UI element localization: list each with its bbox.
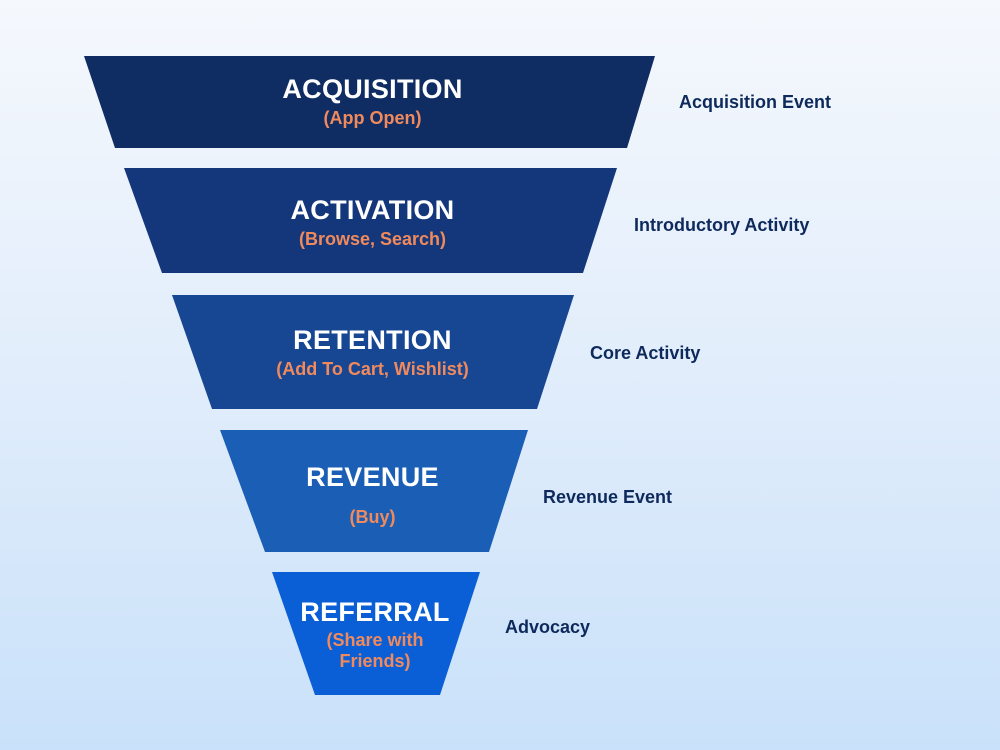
stage-subtitle: (Share with Friends) [326, 630, 424, 671]
funnel-band-activation [124, 168, 617, 273]
stage-acquisition: ACQUISITION (App Open) [200, 74, 545, 129]
stage-subtitle: (Buy) [349, 507, 396, 528]
stage-label-referral: Advocacy [505, 617, 591, 637]
stage-revenue: REVENUE (Buy) [270, 462, 475, 528]
funnel-band-referral [272, 572, 480, 695]
stage-label-acquisition: Acquisition Event [679, 92, 832, 112]
stage-referral: REFERRAL (Share with Friends) [295, 597, 455, 671]
stage-subtitle: (App Open) [323, 108, 422, 129]
stage-title: ACQUISITION [282, 74, 463, 104]
stage-activation: ACTIVATION (Browse, Search) [200, 195, 545, 250]
funnel-band-revenue [220, 430, 528, 552]
stage-retention: RETENTION (Add To Cart, Wishlist) [220, 325, 525, 380]
stage-label-activation: Introductory Activity [634, 215, 810, 235]
funnel-band-retention [172, 295, 574, 409]
stage-title: REFERRAL [300, 597, 450, 627]
stage-title: ACTIVATION [290, 195, 455, 225]
funnel-band-acquisition [84, 56, 655, 148]
stage-subtitle: (Browse, Search) [298, 229, 447, 250]
stage-label-retention: Core Activity [590, 343, 701, 363]
stage-label-revenue: Revenue Event [543, 487, 673, 507]
stage-title: REVENUE [306, 462, 439, 492]
stage-subtitle: (Add To Cart, Wishlist) [276, 359, 469, 380]
stage-title: RETENTION [293, 325, 452, 355]
